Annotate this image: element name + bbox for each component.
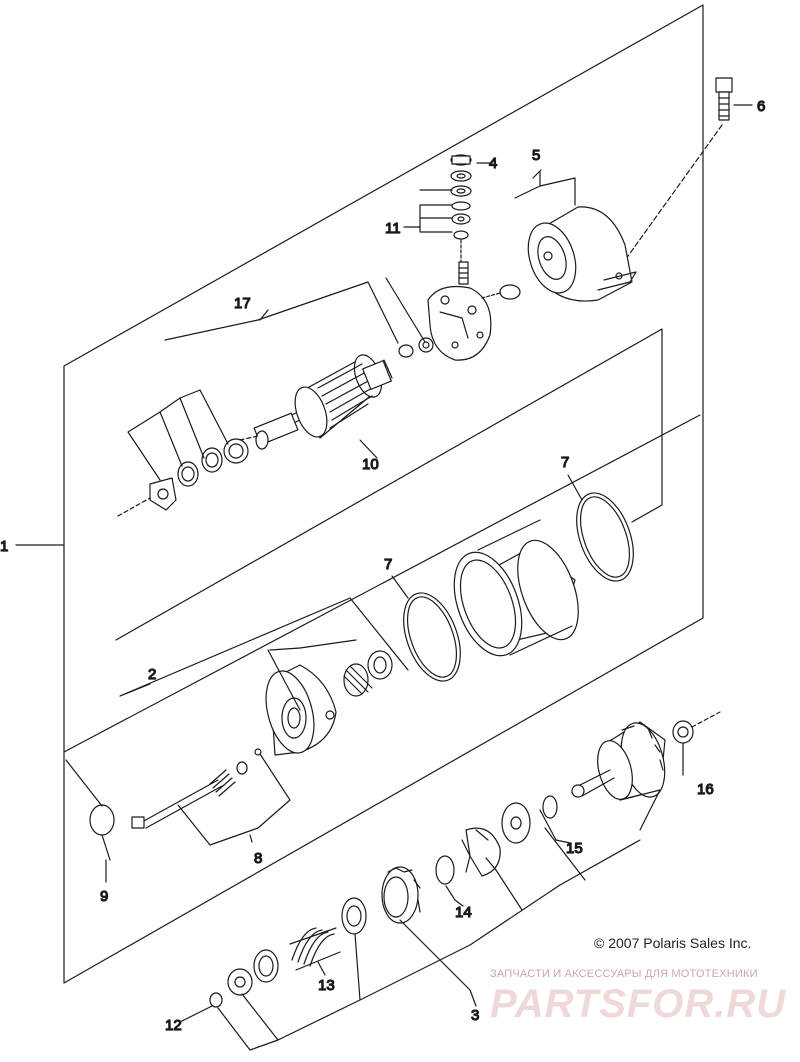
gear-snap-ring [501,795,586,881]
callout-13: 13 [318,977,335,994]
clutch-cage [461,827,523,911]
dust-cap [65,759,115,861]
retaining-clip [435,855,456,901]
pinion-shaft-gear [571,711,721,831]
callout-1: 1 [0,538,8,555]
bolt [617,77,753,271]
drive-end-housing [119,597,409,756]
watermark-logo: PARTSFOR.RU [490,982,787,1026]
callout-3: 3 [471,1007,479,1024]
armature-washers-rear [164,277,434,358]
callout-11: 11 [385,220,401,237]
o-ring [406,596,458,678]
callout-2: 2 [148,666,156,683]
housing-frame [115,328,663,641]
callout-16: 16 [697,781,714,798]
motor-housing [453,519,579,657]
end-frame-outline [63,414,701,753]
armature-washers-front [117,389,259,517]
o-ring [576,492,634,582]
callout-15: 15 [566,840,583,857]
assembly-outline [63,4,704,984]
drive-spring-assembly [209,839,641,1051]
watermark-tagline: ЗАПЧАСТИ И АКСЕССУАРЫ ДЛЯ МОТОТЕХНИКИ [490,968,758,980]
end-cover [514,171,637,302]
o-ring [403,592,461,682]
brush-plate [427,261,521,361]
callout-14: 14 [455,904,472,921]
callout-17: 17 [234,295,251,312]
through-bolt [131,748,291,846]
armature [253,354,393,450]
callout-4: 4 [489,155,497,172]
callout-12: 12 [165,1017,182,1034]
o-ring [579,496,631,578]
terminal-hardware-stack [403,154,493,263]
callout-9: 9 [100,888,108,905]
callout-6: 6 [757,98,765,115]
pinion-gear [381,866,471,991]
callout-5: 5 [532,147,540,164]
callout-7-lower: 7 [384,556,392,573]
callout-10: 10 [362,456,379,473]
callout-8: 8 [254,850,262,867]
copyright-notice: © 2007 Polaris Sales Inc. [594,935,752,951]
callout-7-upper: 7 [561,454,569,471]
